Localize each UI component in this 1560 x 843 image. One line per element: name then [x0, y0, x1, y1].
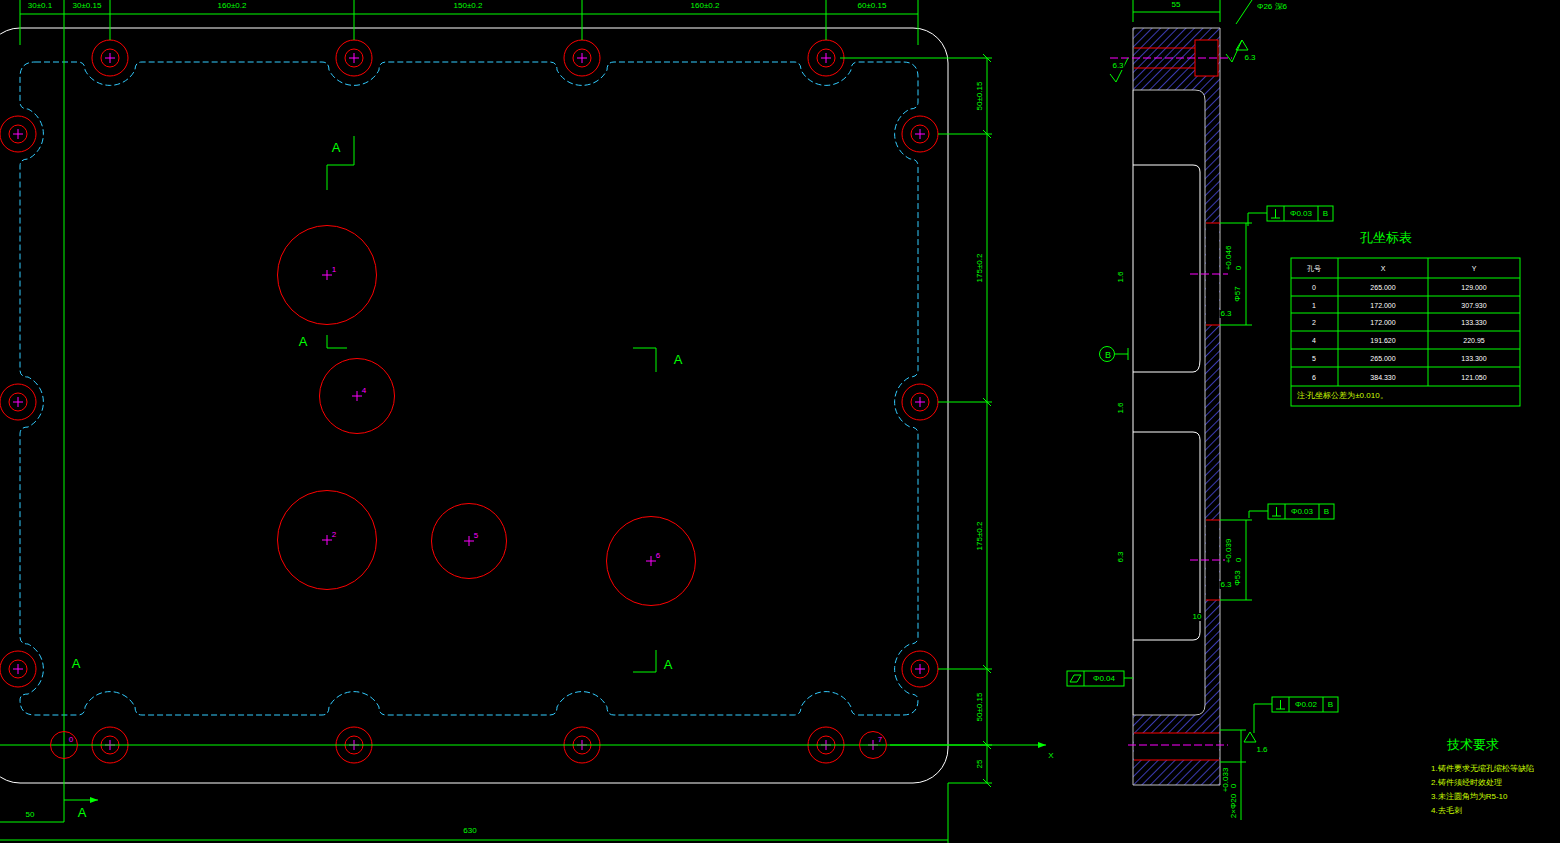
hole-number: 6	[656, 552, 660, 560]
section-mark: A	[673, 353, 684, 366]
section-annotations	[1067, 0, 1520, 820]
dimension-text: 50±0.15	[976, 81, 984, 112]
roughness-value: 6.3	[1219, 310, 1232, 318]
dimension-text: 55	[1171, 1, 1182, 9]
table-cell: 133.330	[1460, 319, 1487, 326]
roughness-value: 1.6	[1255, 746, 1268, 754]
center-marks	[322, 270, 878, 750]
table-cell: 191.620	[1369, 337, 1396, 344]
axis-label: X	[1047, 752, 1054, 760]
hole-number: 4	[362, 387, 366, 395]
table-cell: 孔号	[1306, 265, 1322, 272]
roughness-value: 6.3	[1117, 550, 1125, 563]
dimension-text: 0	[1230, 783, 1238, 789]
dimension-text: 175±0.2	[976, 253, 984, 284]
inner-contour	[20, 62, 918, 715]
dimension-text: 50	[25, 811, 36, 819]
dimension-text: 50±0.15	[976, 692, 984, 723]
dimension-text: 175±0.2	[976, 521, 984, 552]
dimension-text: 10	[1192, 613, 1203, 621]
dimension-text: 2×Φ20	[1230, 793, 1238, 819]
hole-number: 5	[474, 532, 478, 540]
dimension-lines	[0, 0, 1046, 843]
hole-circle: 5	[431, 503, 507, 579]
table-cell: 4	[1311, 337, 1317, 344]
roughness-value: 6.3	[1111, 62, 1124, 70]
table-cell: 307.930	[1460, 301, 1487, 308]
pin-hole: 7	[859, 731, 887, 759]
tolerance-value: Φ0.03	[1290, 508, 1314, 516]
section-mark: A	[71, 657, 82, 670]
table-cell: 172.000	[1369, 301, 1396, 308]
dimension-text: +0.046	[1225, 245, 1233, 272]
datum-circle: B	[1099, 346, 1115, 362]
table-cell: 172.000	[1369, 319, 1396, 326]
table-cell: 121.050	[1460, 373, 1487, 380]
table-note: 注:孔坐标公差为±0.010。	[1296, 392, 1389, 400]
table-cell: 265.000	[1369, 284, 1396, 291]
dimension-text: 630	[462, 827, 477, 835]
table-cell: X	[1380, 265, 1387, 272]
notes-title: 技术要求	[1446, 738, 1500, 751]
table-cell: 2	[1311, 319, 1317, 326]
section-mark: A	[298, 335, 309, 348]
hole-number: B	[1105, 351, 1111, 360]
dimension-text: 160±0.2	[217, 2, 248, 10]
dimension-text: 30±0.15	[72, 2, 103, 10]
table-cell: 133.300	[1460, 355, 1487, 362]
dimension-text: +0.033	[1222, 767, 1230, 794]
table-cell: Y	[1471, 265, 1478, 272]
hole-circle: 1	[277, 225, 377, 325]
table-cell: 5	[1311, 355, 1317, 362]
tolerance-value: Φ0.02	[1294, 701, 1318, 709]
hole-number: 0	[69, 736, 73, 744]
dimension-text: 30±0.1	[27, 2, 53, 10]
section-view	[1110, 28, 1232, 785]
dimension-text: 150±0.2	[453, 2, 484, 10]
note-line: 3.未注圆角均为R5-10	[1430, 793, 1508, 801]
pin-hole: 0	[50, 731, 78, 759]
table-cell: 129.000	[1460, 284, 1487, 291]
dimension-text: Φ26 深6	[1256, 3, 1288, 11]
datum-ref: B	[1323, 508, 1330, 516]
tolerance-value: Φ0.04	[1092, 675, 1116, 683]
dimension-text: 60±0.15	[857, 2, 888, 10]
table-cell: 220.95	[1462, 337, 1485, 344]
note-line: 4.去毛刺	[1430, 807, 1463, 815]
dimension-text: 160±0.2	[690, 2, 721, 10]
tolerance-value: Φ0.03	[1289, 210, 1313, 218]
dimension-text: Φ57	[1234, 285, 1242, 302]
table-cell: 265.000	[1369, 355, 1396, 362]
table-cell: 6	[1311, 373, 1317, 380]
hole-circle: 4	[319, 358, 395, 434]
hole-number: 2	[332, 531, 336, 539]
section-mark: A	[331, 141, 342, 154]
note-line: 2.铸件须经时效处理	[1430, 779, 1503, 787]
hole-number: 1	[332, 266, 336, 274]
datum-ref: B	[1322, 210, 1329, 218]
dimension-text: 0	[1235, 265, 1243, 271]
roughness-value: 1.6	[1117, 270, 1125, 283]
hole-circle: 6	[606, 516, 696, 606]
table-cell: 0	[1311, 284, 1317, 291]
hole-circle: 2	[277, 490, 377, 590]
plate-outline	[0, 28, 948, 783]
datum-ref: B	[1327, 701, 1334, 709]
roughness-value: 1.6	[1117, 401, 1125, 414]
dimension-text: +0.039	[1225, 538, 1233, 565]
section-mark: A	[663, 658, 674, 671]
roughness-value: 6.3	[1243, 54, 1256, 62]
roughness-value: 6.3	[1219, 581, 1232, 589]
section-mark: A	[77, 806, 88, 819]
table-cell: 1	[1311, 301, 1317, 308]
dimension-text: Φ53	[1234, 569, 1242, 586]
note-line: 1.铸件要求无缩孔缩松等缺陷	[1430, 765, 1535, 773]
dimension-text: 0	[1235, 557, 1243, 563]
dimension-text: 25	[976, 759, 984, 770]
hole-number: 7	[878, 736, 882, 744]
bolt-holes	[0, 40, 938, 763]
table-title: 孔坐标表	[1359, 231, 1413, 244]
table-cell: 384.330	[1369, 373, 1396, 380]
